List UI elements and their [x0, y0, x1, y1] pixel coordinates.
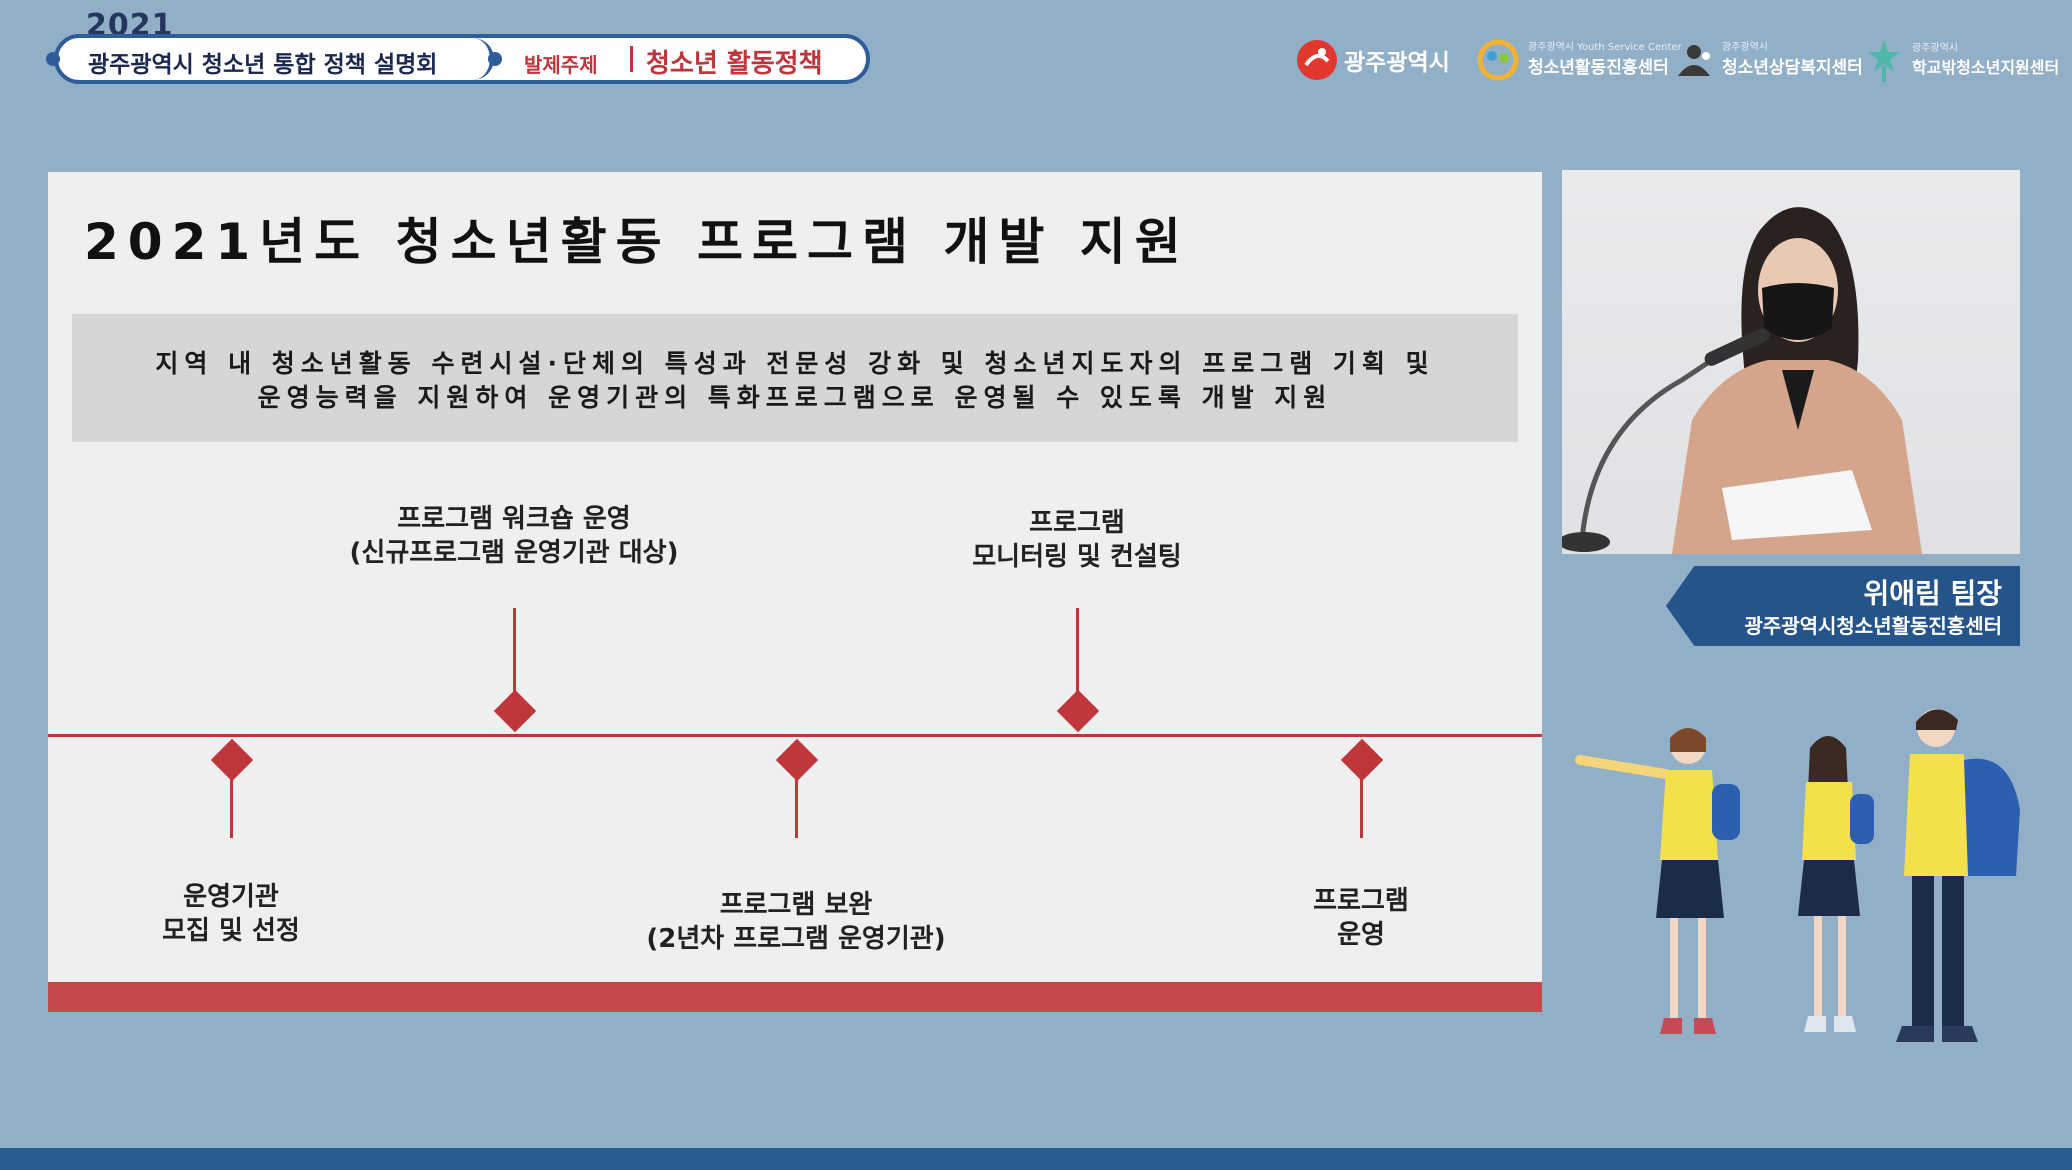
banner-left-section: 광주광역시 청소년 통합 정책 설명회	[46, 38, 502, 80]
counseling-center-logo: 광주광역시 청소년상담복지센터	[1672, 30, 1863, 90]
step-supplement-label: 프로그램 보완 (2년차 프로그램 운영기관)	[646, 888, 945, 956]
step-label-line: 프로그램	[1313, 886, 1409, 916]
logo-small-1: 광주광역시 Youth Service Center	[1528, 42, 1682, 53]
step-label-line: 모니터링 및 컨설팅	[972, 542, 1182, 572]
presentation-slide: 2021년도 청소년활동 프로그램 개발 지원 지역 내 청소년활동 수련시설·…	[48, 172, 1542, 1012]
slide-title: 2021년도 청소년활동 프로그램 개발 지원	[84, 213, 1190, 271]
topic-label: 발제주제	[524, 53, 598, 77]
step-label-line: 프로그램 워크숍 운영	[397, 504, 631, 534]
timeline-marker	[493, 689, 537, 733]
logo-small-3: 광주광역시	[1912, 42, 1958, 54]
step-recruit-label: 운영기관 모집 및 선정	[162, 880, 300, 948]
logo-name-2: 청소년상담복지센터	[1722, 58, 1863, 78]
footer-bar	[0, 1148, 2072, 1170]
counseling-center-logo-icon	[1678, 45, 1710, 76]
students-illustration	[1575, 709, 2020, 1042]
timeline-marker	[1056, 689, 1100, 733]
bottom-stem-3	[1360, 762, 1363, 838]
speaker-figure-image	[1562, 207, 1922, 554]
step-label-line: 프로그램	[1029, 508, 1125, 538]
step-label-line: 모집 및 선정	[162, 916, 300, 946]
event-title: 광주광역시 청소년 통합 정책 설명회	[88, 52, 438, 78]
description-box: 지역 내 청소년활동 수련시설·단체의 특성과 전문성 강화 및 청소년지도자의…	[72, 314, 1518, 442]
step-operation-label: 프로그램 운영	[1313, 884, 1409, 952]
out-of-school-center-logo-icon	[1868, 40, 1900, 82]
logo-name-1: 청소년활동진흥센터	[1528, 58, 1669, 78]
bottom-stem-1	[230, 762, 233, 838]
speaker-nameplate: 위애림 팀장 광주광역시청소년활동진흥센터	[1666, 566, 2020, 646]
step-label-line: 운영기관	[183, 882, 279, 912]
step-workshop-label: 프로그램 워크숍 운영 (신규프로그램 운영기관 대상)	[350, 502, 679, 570]
step-label-line: (신규프로그램 운영기관 대상)	[349, 538, 679, 568]
speaker-name: 위애림 팀장	[1863, 577, 2002, 610]
speaker-organization: 광주광역시청소년활동진흥센터	[1744, 614, 2002, 638]
out-of-school-center-logo: 광주광역시 학교밖청소년지원센터	[1862, 30, 2059, 90]
step-monitoring-label: 프로그램 모니터링 및 컨설팅	[972, 506, 1181, 574]
banner-dot-right	[488, 52, 502, 66]
gwangju-city-logo-icon	[1297, 40, 1337, 80]
banner-dot-left	[46, 52, 60, 66]
timeline-line	[48, 734, 1542, 737]
step-label-line: (2년차 프로그램 운영기관)	[646, 924, 946, 954]
description-line-1: 지역 내 청소년활동 수련시설·단체의 특성과 전문성 강화 및 청소년지도자의…	[155, 349, 1435, 378]
youth-activity-center-logo-icon	[1477, 39, 1519, 81]
step-label-line: 운영	[1337, 920, 1385, 950]
speaker-video	[1562, 170, 2020, 554]
event-banner: 광주광역시 청소년 통합 정책 설명회 발제주제 청소년 활동정책	[46, 34, 870, 84]
logo-name-3: 학교밖청소년지원센터	[1912, 57, 2060, 77]
slide-bottom-bar	[48, 982, 1542, 1012]
step-label-line: 프로그램 보완	[719, 890, 873, 920]
description-line-2: 운영능력을 지원하여 운영기관의 특화프로그램으로 운영될 수 있도록 개발 지…	[257, 383, 1333, 412]
top-stem-2	[1076, 608, 1079, 708]
youth-activity-center-logo: 광주광역시 Youth Service Center 청소년활동진흥센터	[1474, 30, 1682, 90]
bottom-stem-2	[795, 762, 798, 838]
top-stem-1	[513, 608, 516, 708]
gwangju-city-logo: 광주광역시	[1296, 30, 1450, 90]
logo-name-0: 광주광역시	[1344, 50, 1450, 76]
logo-small-2: 광주광역시	[1722, 42, 1768, 53]
topic-separator	[630, 46, 633, 72]
topic-title: 청소년 활동정책	[646, 49, 823, 79]
sponsor-logos: 광주광역시 광주광역시 Youth Service Center 청소년활동진흥…	[1296, 30, 2059, 90]
